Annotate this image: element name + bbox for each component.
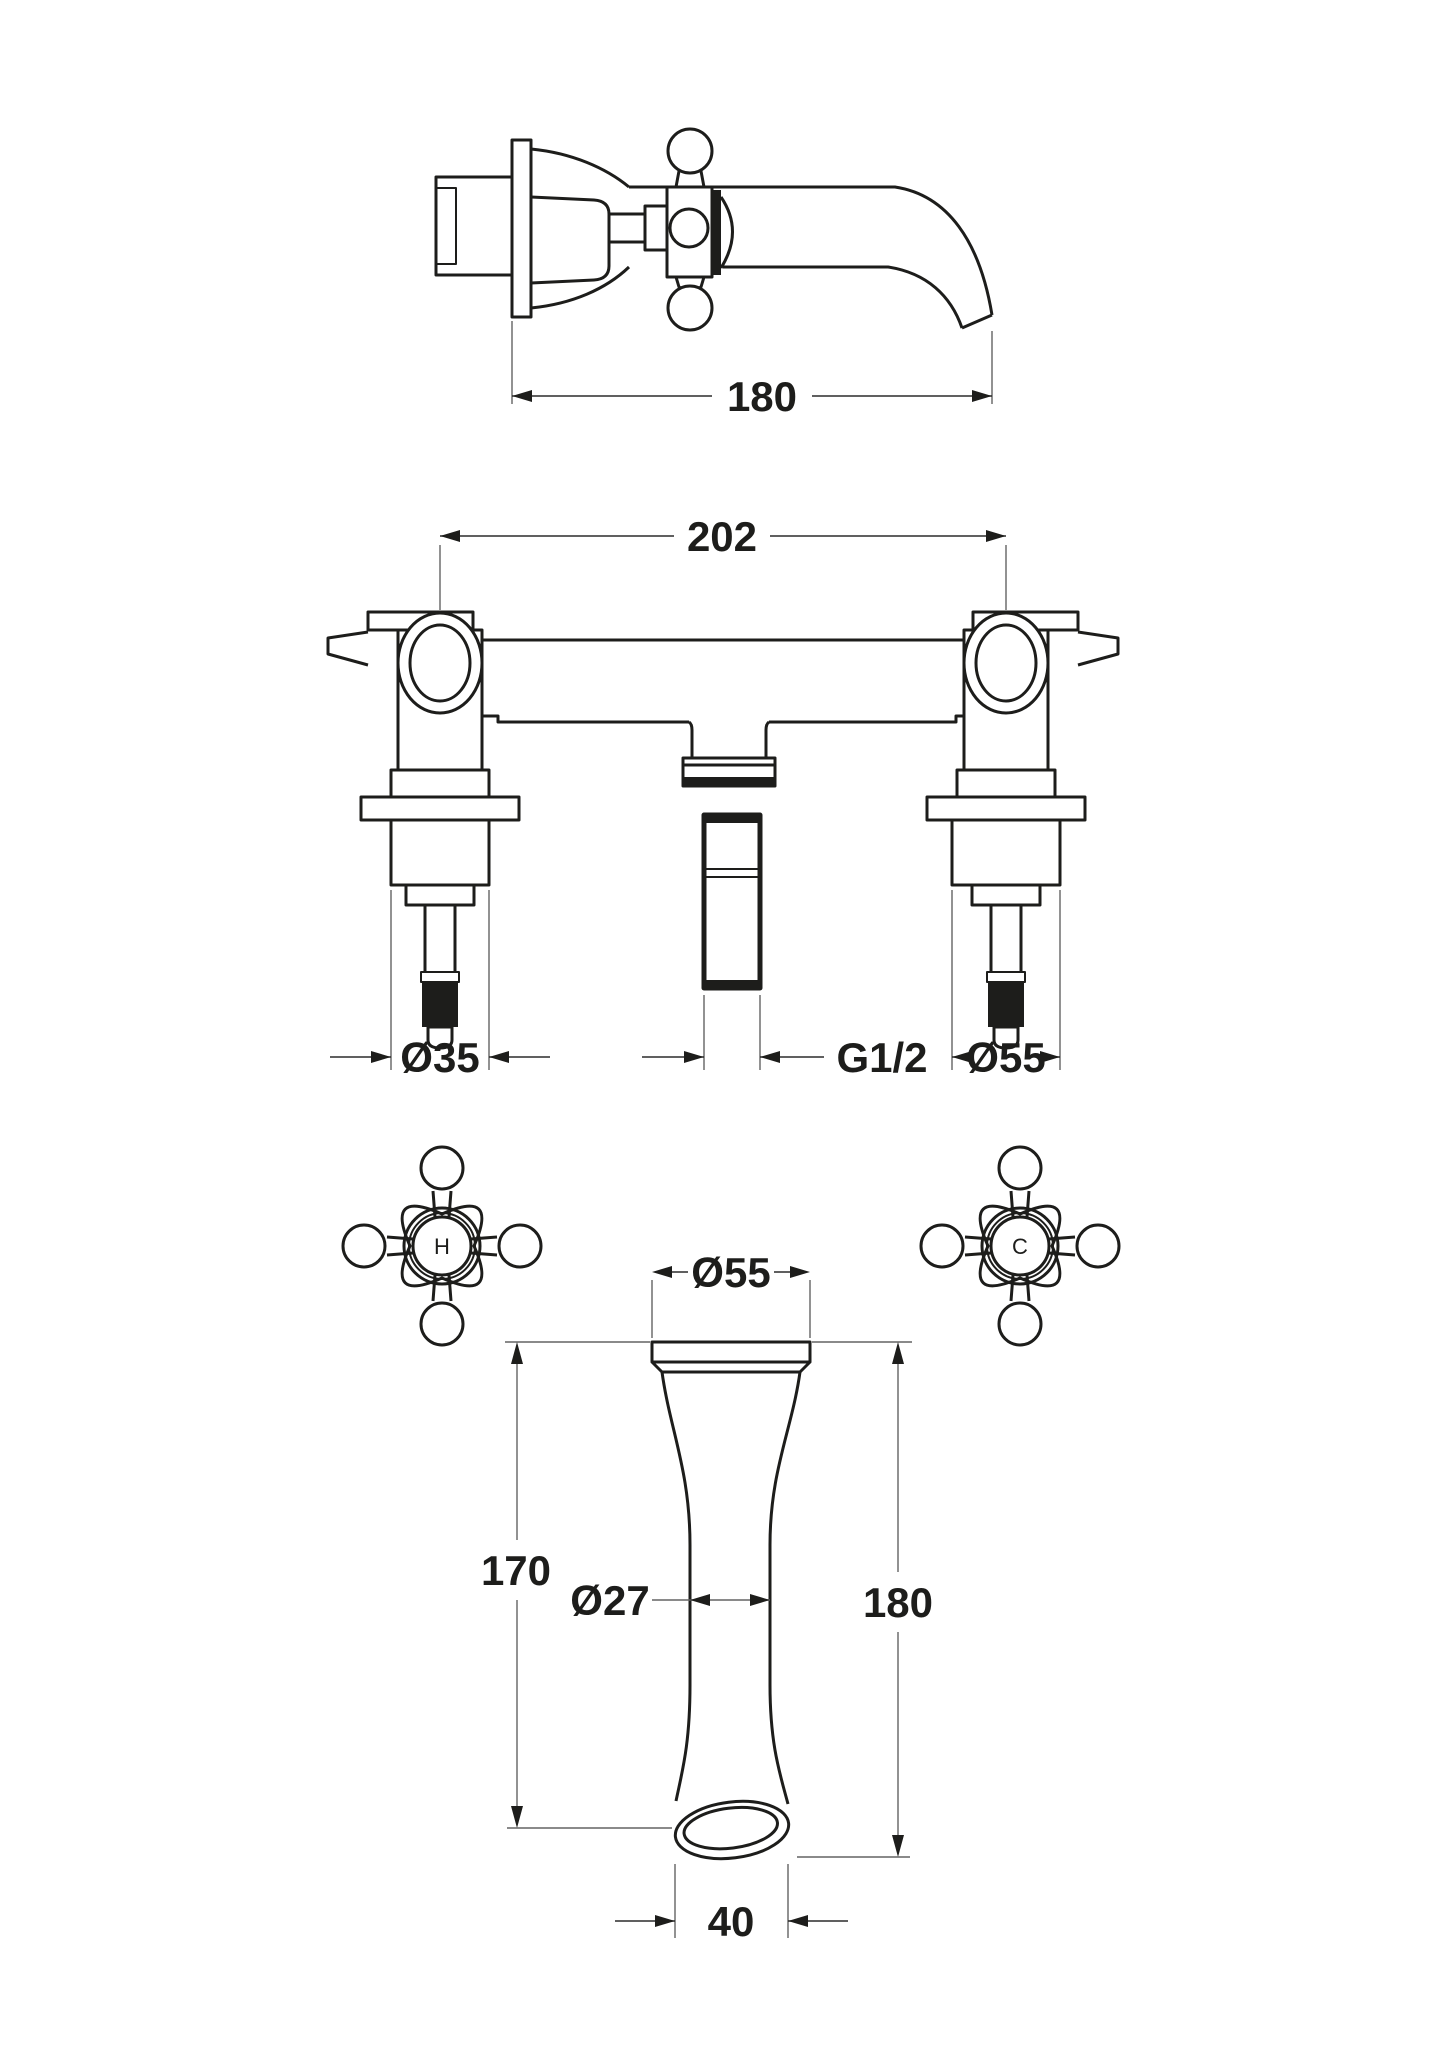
- ball-top: [419, 1145, 465, 1191]
- escutcheon-flange: [925, 795, 1087, 822]
- ball-left: [919, 1223, 965, 1269]
- handle-back-band: [712, 190, 721, 275]
- dimension-waist-diameter: Ø27: [570, 1577, 770, 1624]
- dim-label-d35: Ø35: [400, 1034, 479, 1081]
- extension-lines: [651, 1280, 811, 1338]
- lower-body: [389, 818, 491, 887]
- outlet-inner: [682, 1805, 779, 1851]
- tail-tip: [426, 1025, 454, 1050]
- hub-ring-inner: [411, 1215, 473, 1277]
- hub-ring-outer: [402, 1206, 482, 1286]
- mount-ear: [1077, 630, 1120, 667]
- threaded-tail: [422, 982, 458, 1027]
- body-step: [404, 883, 476, 907]
- ball-left: [341, 1223, 387, 1269]
- dimension-flange-diameter: Ø55: [651, 1249, 811, 1338]
- extension-lines: [511, 321, 993, 404]
- collar-band: [683, 777, 775, 786]
- left-valve: [326, 610, 521, 1050]
- ball-top: [997, 1145, 1043, 1191]
- dimension-row: Ø35 G1/2 Ø55: [330, 890, 1061, 1081]
- handle-center-ball: [668, 207, 710, 249]
- g12-arrowheads: [684, 1051, 780, 1063]
- manifold-bar: [482, 638, 964, 724]
- handle-bottom-ball: [666, 284, 714, 332]
- hub-ring-outer: [980, 1206, 1060, 1286]
- handles-and-spout-front-view: H C Ø55: [341, 1145, 1121, 1945]
- pipe-joint-lines: [704, 868, 760, 878]
- outlet: [673, 1799, 791, 1861]
- dim-label-180-bottom: 180: [863, 1579, 933, 1626]
- right-valve: [925, 610, 1120, 1050]
- wall-flange: [650, 1340, 812, 1374]
- upper-flange: [389, 768, 491, 799]
- upper-flange: [955, 768, 1057, 799]
- cold-letter: C: [1012, 1234, 1028, 1259]
- port-inner: [974, 623, 1038, 703]
- spout-side-view: 180: [434, 127, 994, 420]
- valve-body-front-view: 202: [326, 513, 1120, 1081]
- mount-ear: [326, 630, 369, 667]
- spindle-collar: [986, 971, 1026, 983]
- extension-lines: [390, 890, 1061, 1070]
- dim-label-202: 202: [687, 513, 757, 560]
- extension-lines: [674, 1864, 789, 1938]
- wall-plate: [510, 138, 533, 319]
- pipe-top-edge: [704, 815, 760, 823]
- threaded-tail: [988, 982, 1024, 1027]
- bell-escutcheon: [530, 147, 631, 310]
- handle-top-ball: [666, 127, 714, 175]
- spout-front: [505, 1340, 912, 1861]
- dimension-spout-length-left: 170: [481, 1342, 672, 1829]
- dim-label-g12: G1/2: [836, 1034, 927, 1081]
- cold-handle: C: [919, 1145, 1121, 1347]
- handle-arms: [386, 1190, 498, 1302]
- hub-ring-mid: [986, 1212, 1054, 1280]
- hot-handle: H: [341, 1145, 543, 1347]
- lower-body: [950, 818, 1062, 887]
- ball-right: [1075, 1223, 1121, 1269]
- dimension-outlet-width: 40: [615, 1864, 848, 1945]
- extension-lines: [439, 545, 1007, 610]
- ball-bottom: [997, 1301, 1043, 1347]
- ball-right: [497, 1223, 543, 1269]
- dim-label-180-top: 180: [727, 373, 797, 420]
- pipe-bottom-edge: [704, 980, 760, 988]
- hub-ring-mid: [408, 1212, 476, 1280]
- dim-label-d55-mid: Ø55: [966, 1034, 1045, 1081]
- spout-trumpet-body: [660, 1371, 802, 1805]
- tail-tip: [992, 1025, 1020, 1050]
- handle-dome: [719, 196, 734, 269]
- escutcheon-flange: [359, 795, 521, 822]
- body-step: [970, 883, 1042, 907]
- arrowheads: [690, 1594, 770, 1606]
- dim-label-170: 170: [481, 1547, 551, 1594]
- bell-inner-cone: [530, 195, 611, 285]
- dim-label-40: 40: [708, 1898, 755, 1945]
- spindle-tube: [989, 905, 1023, 972]
- drop-tube: [688, 720, 770, 758]
- hub-ring-inner: [989, 1215, 1051, 1277]
- dim-label-d55-bottom: Ø55: [691, 1249, 770, 1296]
- centre-spout-connection: [681, 720, 777, 991]
- dimension-valve-centres: 202: [439, 513, 1007, 610]
- spindle-collar: [420, 971, 460, 983]
- inlet-lip: [437, 187, 457, 265]
- dimension-spout-length-right: 180: [797, 1342, 933, 1858]
- ball-bottom: [419, 1301, 465, 1347]
- spindle-tube: [423, 905, 457, 972]
- handle-arms: [964, 1190, 1076, 1302]
- port-inner: [408, 623, 472, 703]
- dim-label-d27: Ø27: [570, 1577, 649, 1624]
- valve-stem: [609, 204, 669, 252]
- threaded-pipe: [701, 812, 763, 991]
- dimension-spout-projection: 180: [511, 321, 993, 420]
- hot-letter: H: [434, 1234, 450, 1259]
- inlet-block: [434, 175, 514, 277]
- spout-profile: [629, 185, 994, 330]
